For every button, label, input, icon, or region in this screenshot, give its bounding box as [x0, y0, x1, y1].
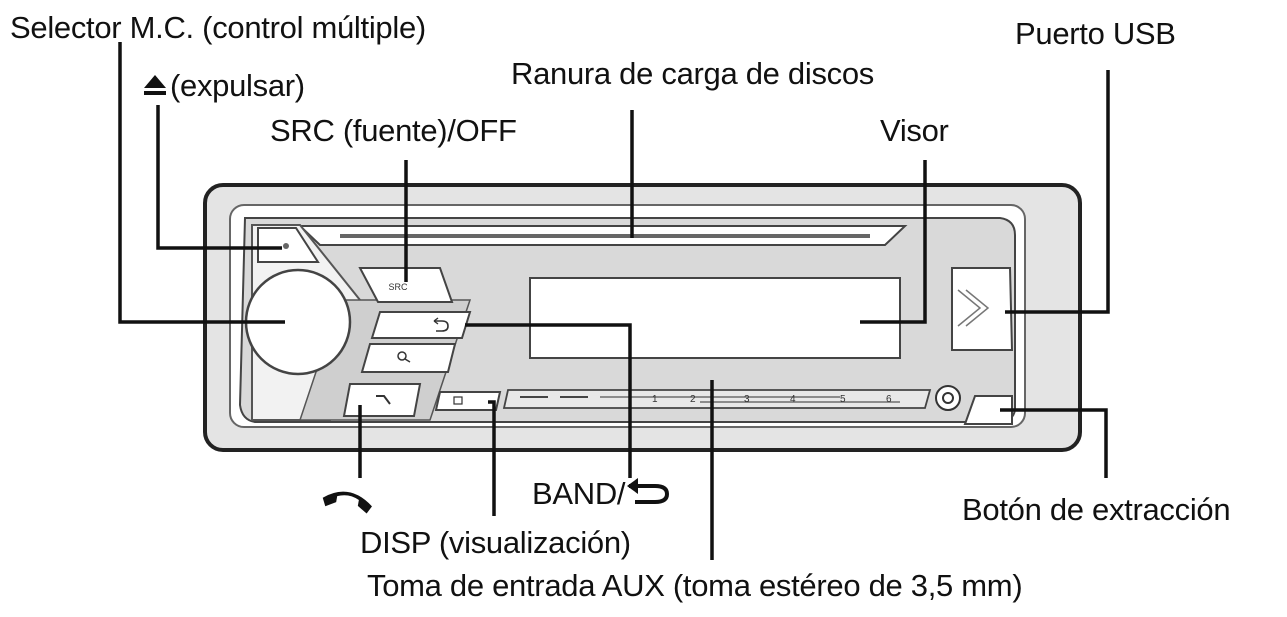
aux-jack-icon[interactable] — [935, 385, 961, 411]
eject-icon — [144, 75, 166, 95]
leader-disp — [488, 400, 496, 516]
preset-3-label[interactable]: 3 — [744, 394, 750, 405]
preset-2-label[interactable]: 2 — [690, 394, 696, 405]
leader-visor — [860, 160, 927, 324]
label-src-off: SRC (fuente)/OFF — [270, 113, 517, 148]
label-detach: Botón de extracción — [962, 492, 1231, 527]
usb-port[interactable] — [951, 267, 1014, 351]
band-button[interactable] — [370, 311, 472, 339]
band-return-icon-large — [627, 478, 670, 504]
disp-icon — [453, 396, 463, 405]
label-band-row: BAND/ — [532, 478, 673, 509]
leader-detach — [1000, 408, 1108, 478]
preset-buttons: 1 2 3 4 5 6 — [502, 389, 932, 409]
label-disc-slot: Ranura de carga de discos — [511, 56, 875, 91]
display-visor — [529, 277, 901, 359]
src-button-label: SRC — [388, 282, 408, 292]
usb-icon — [957, 289, 990, 327]
leader-mc-selector — [118, 42, 285, 324]
disp-button[interactable] — [434, 391, 502, 411]
leader-lines — [118, 42, 1110, 560]
detach-button[interactable] — [963, 395, 1013, 425]
band-return-icon — [433, 317, 449, 332]
label-disp: DISP (visualización) — [360, 525, 631, 560]
preset-5-label[interactable]: 5 — [840, 394, 846, 405]
search-button[interactable] — [360, 343, 457, 373]
label-mc-selector: Selector M.C. (control múltiple) — [10, 10, 426, 45]
disc-slot — [297, 225, 908, 246]
phone-icon — [322, 491, 372, 514]
head-unit: SRC — [203, 183, 1082, 452]
back-icon — [376, 395, 391, 405]
leader-eject — [156, 105, 282, 250]
preset-1-label[interactable]: 1 — [652, 394, 658, 405]
back-button[interactable] — [342, 383, 422, 417]
label-band: BAND/ — [532, 476, 626, 511]
src-button[interactable]: SRC — [358, 267, 454, 303]
label-eject-row: (expulsar) — [140, 70, 305, 101]
search-icon — [397, 351, 411, 363]
label-visor: Visor — [880, 113, 949, 148]
leader-usb — [1005, 70, 1110, 314]
preset-6-label[interactable]: 6 — [886, 394, 892, 405]
eject-button[interactable] — [257, 227, 320, 263]
leader-band — [465, 323, 632, 478]
preset-4-label[interactable]: 4 — [790, 394, 796, 405]
label-eject: (expulsar) — [170, 68, 305, 103]
label-usb-port: Puerto USB — [1015, 16, 1176, 51]
label-aux: Toma de entrada AUX (toma estéreo de 3,5… — [367, 568, 1023, 603]
